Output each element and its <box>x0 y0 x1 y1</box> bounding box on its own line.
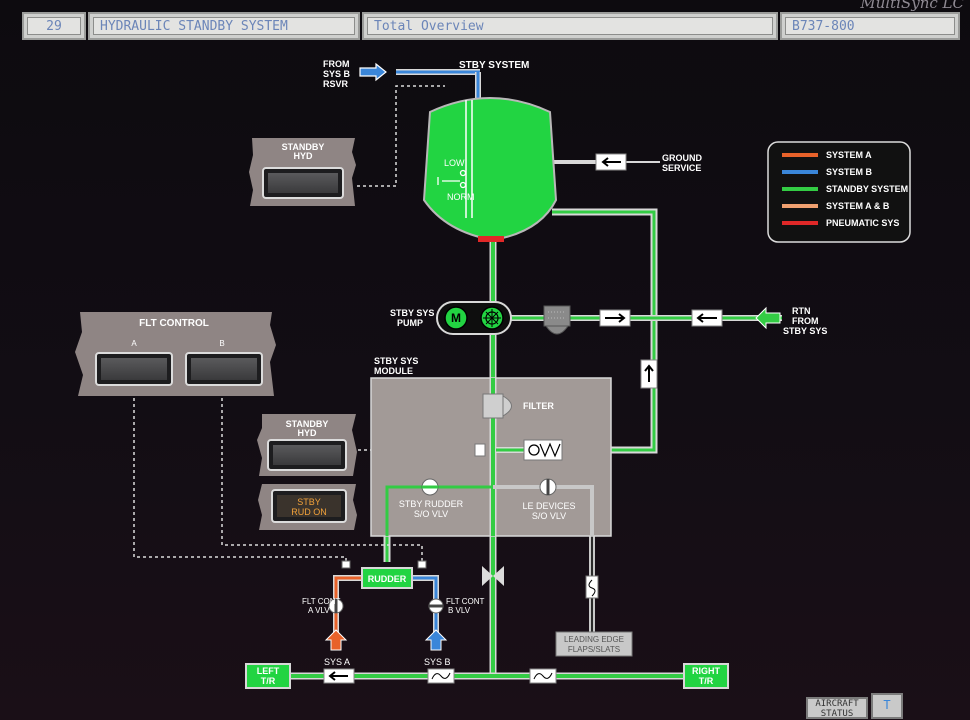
up-arrow-icon <box>644 364 654 382</box>
next-page-label: T <box>883 698 891 712</box>
system-title: HYDRAULIC STANDBY SYSTEM <box>93 17 355 35</box>
view-title: Total Overview <box>367 17 773 35</box>
main-shutoff-valve-icon <box>482 566 504 586</box>
service-label: SERVICE <box>662 163 701 173</box>
pneumatic-port <box>478 236 504 242</box>
reservoir-low-label: LOW <box>444 158 465 168</box>
rudder-actuator <box>361 567 413 589</box>
rtn-label-2: FROM <box>792 316 819 326</box>
le-devices-vlv-label-1: LE DEVICES <box>522 501 575 511</box>
stby-sys-pump-label-1: STBY SYS <box>390 308 434 318</box>
sys-a-up-arrow-icon <box>324 629 348 651</box>
ground-label: GROUND <box>662 153 702 163</box>
pump-motor-label: M <box>451 311 461 325</box>
sys-b-feed-pipe <box>396 69 481 100</box>
stby-system-label: STBY SYSTEM <box>459 60 529 71</box>
right-tr-actuator <box>683 663 729 689</box>
page-number-bar: 29 <box>22 12 86 40</box>
legend-label: SYSTEM B <box>826 167 873 177</box>
from-label: FROM <box>323 59 350 69</box>
aircraft-type-bar: B737-800 <box>780 12 960 40</box>
standby-hyd-top-label-1: STANDBY <box>282 142 325 152</box>
standby-hyd-mid-label-1: STANDBY <box>286 419 329 429</box>
rsvr-label: RSVR <box>323 79 349 89</box>
case-drain-filter-icon <box>543 305 571 335</box>
monitor-brand: MultiSync LC <box>860 0 964 12</box>
module-pressure-switch-icon <box>474 443 486 457</box>
flt-control-b-label: B <box>219 339 224 348</box>
legend: SYSTEM A SYSTEM B STANDBY SYSTEM SYSTEM A &… <box>782 150 908 228</box>
le-devices-vlv-label-2: S/O VLV <box>532 511 566 521</box>
le-devices-valve-icon <box>539 478 557 496</box>
filter-icon <box>482 393 512 419</box>
stby-rudder-vlv-label-2: S/O VLV <box>414 509 448 519</box>
stby-sys-pump-label-2: PUMP <box>397 318 423 328</box>
page-number[interactable]: 29 <box>27 17 81 35</box>
standby-hyd-mid-label-2: HYD <box>297 428 317 438</box>
rtn-label-3: STBY SYS <box>783 326 827 336</box>
flt-cont-b-label-1: FLT CONT <box>446 597 484 606</box>
right-arrow-icon <box>605 313 626 323</box>
left-arrow-icon <box>328 671 348 681</box>
right-tr-label-2: T/R <box>699 676 714 686</box>
flt-control-a-label: A <box>131 339 137 348</box>
stby-pump <box>436 301 512 335</box>
sys-b-inflow-arrow-icon <box>359 62 387 82</box>
leading-edge-label-1: LEADING EDGE <box>564 635 624 644</box>
left-tr-label-1: LEFT <box>257 666 280 676</box>
rtn-inflow-arrow-icon <box>755 306 781 330</box>
flt-cont-a-label-2: A VLV <box>308 606 330 615</box>
stby-rud-on-label-2: RUD ON <box>291 507 327 517</box>
flt-cont-b-valve-icon <box>428 598 444 614</box>
flt-cont-a-valve-icon <box>328 598 344 614</box>
left-tr-label-2: T/R <box>261 676 276 686</box>
rudder-label: RUDDER <box>368 574 407 584</box>
flt-cont-b-label-2: B VLV <box>448 606 471 615</box>
system-title-bar: HYDRAULIC STANDBY SYSTEM <box>88 12 360 40</box>
flt-cont-b-pipe <box>412 575 439 650</box>
legend-label: PNEUMATIC SYS <box>826 218 899 228</box>
stby-rudder-vlv-label-1: STBY RUDDER <box>399 499 464 509</box>
next-page-button[interactable]: T <box>871 693 903 719</box>
legend-label: SYSTEM A & B <box>826 201 890 211</box>
flt-control-label: FLT CONTROL <box>139 318 209 329</box>
sys-b-up-arrow-icon <box>424 629 448 651</box>
filter-label: FILTER <box>523 401 554 411</box>
aircraft-status-label-2: STATUS <box>820 709 854 719</box>
legend-box <box>767 141 911 243</box>
legend-label: STANDBY SYSTEM <box>826 184 908 194</box>
leading-edge-box <box>555 631 633 657</box>
module-label-1: STBY SYS <box>374 356 418 366</box>
sys-b-bottom-label: SYS B <box>424 657 451 667</box>
leading-edge-label-2: FLAPS/SLATS <box>568 645 620 654</box>
standby-hyd-top-label-2: HYD <box>293 151 313 161</box>
stby-rud-on-label-1: STBY <box>297 497 321 507</box>
reservoir-norm-label: NORM <box>447 192 475 202</box>
left-arrow-icon <box>696 313 717 323</box>
sys-a-label: SYS A <box>324 657 350 667</box>
le-pressure-switch-icon <box>585 575 599 599</box>
relief-valve-icon <box>523 439 563 461</box>
module-label-2: MODULE <box>374 366 413 376</box>
aircraft-status-button[interactable]: AIRCRAFT STATUS <box>806 697 868 719</box>
rtn-label-1: RTN <box>792 306 811 316</box>
legend-label: SYSTEM A <box>826 150 872 160</box>
left-tr-actuator <box>245 663 291 689</box>
level-switch-icon <box>437 169 467 189</box>
left-arrow-icon <box>601 157 621 167</box>
right-tr-label-1: RIGHT <box>692 666 721 676</box>
flt-cont-a-label-1: FLT CONT <box>302 597 340 606</box>
stby-rudder-valve-icon <box>421 478 439 496</box>
aircraft-status-label-1: AIRCRAFT <box>815 699 859 709</box>
standby-reservoir <box>422 97 558 242</box>
flt-cont-a-pipe <box>333 575 362 650</box>
pump-motor-icon <box>444 306 468 330</box>
sys-b-label: SYS B <box>323 69 351 79</box>
aircraft-type: B737-800 <box>785 17 955 35</box>
view-title-bar: Total Overview <box>362 12 778 40</box>
